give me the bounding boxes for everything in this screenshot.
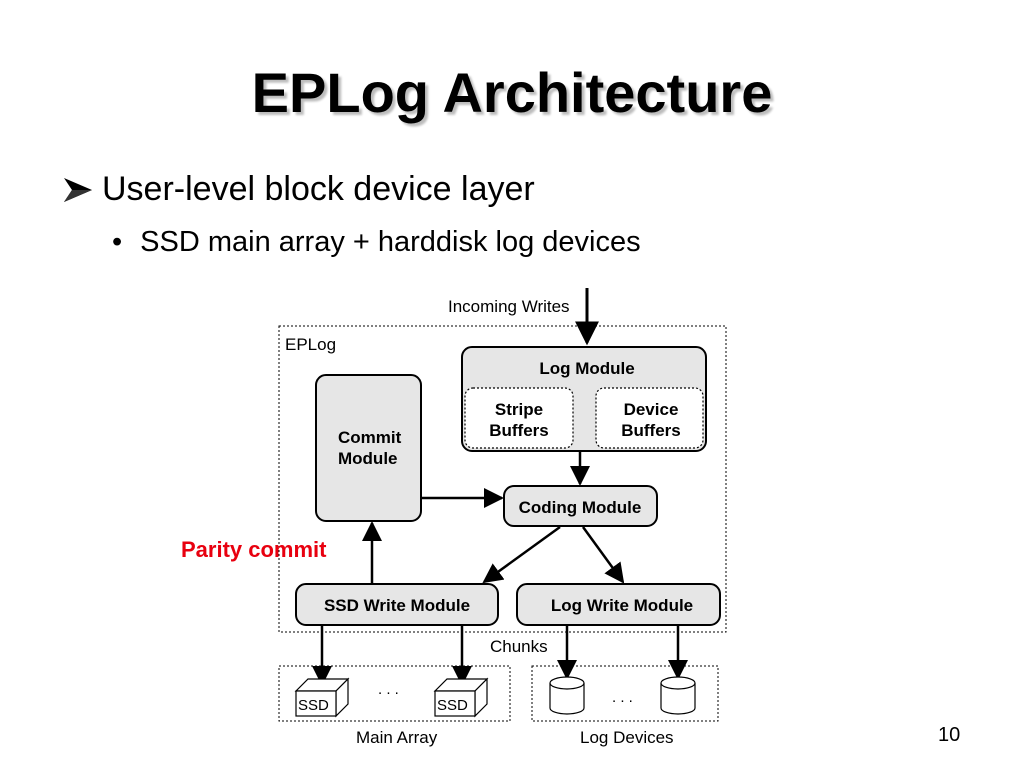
log-module-label: Log Module <box>539 359 634 378</box>
commit-module: Commit Module <box>315 374 422 522</box>
commit-module-line1: Commit <box>338 428 402 447</box>
arrow-coding-to-log-write <box>581 526 625 584</box>
disk-cylinder-icon <box>549 676 585 715</box>
ssd-label-1: SSD <box>298 697 329 714</box>
ssd-device-icon: SSD <box>294 677 350 718</box>
slide-title: EPLog Architecture <box>251 61 773 124</box>
ssd-write-module: SSD Write Module <box>295 583 499 626</box>
main-array-label: Main Array <box>356 728 438 747</box>
log-devices-container <box>531 665 719 722</box>
bullet-level2-text: SSD main array + harddisk log devices <box>140 226 641 258</box>
disk-cylinder-icon <box>660 676 696 715</box>
bullet-level1-text: User-level block device layer <box>102 170 535 208</box>
device-buffers <box>595 387 704 449</box>
incoming-writes-label: Incoming Writes <box>448 297 570 316</box>
coding-module: Coding Module <box>503 485 658 527</box>
log-write-module: Log Write Module <box>516 583 721 626</box>
device-buffers-line2: Buffers <box>621 421 681 440</box>
bullet-level1: User-level block device layer <box>62 170 535 209</box>
arrow-coding-to-ssd-write <box>482 525 561 584</box>
parity-commit-label: Parity commit <box>181 537 327 562</box>
log-devices-label: Log Devices <box>580 728 674 747</box>
eplog-label: EPLog <box>285 335 336 354</box>
bullet-level2: • SSD main array + harddisk log devices <box>112 226 641 259</box>
page-number: 10 <box>938 724 961 746</box>
log-devices-ellipsis: . . . <box>612 689 633 706</box>
device-buffers-line1: Device <box>624 400 679 419</box>
ssd-write-module-label: SSD Write Module <box>324 596 470 615</box>
stripe-buffers-line2: Buffers <box>489 421 549 440</box>
log-write-module-label: Log Write Module <box>551 596 693 615</box>
stripe-buffers <box>464 387 574 449</box>
bullet-dot-icon: • <box>112 226 123 258</box>
main-array-container <box>278 665 511 722</box>
commit-module-line2: Module <box>338 449 398 468</box>
log-module: Log Module Stripe Buffers Device Buffers <box>461 346 707 452</box>
coding-module-label: Coding Module <box>519 498 642 517</box>
ssd-label-2: SSD <box>437 697 468 714</box>
stripe-buffers-line1: Stripe <box>495 400 543 419</box>
main-array-ellipsis: . . . <box>378 681 399 698</box>
arrow-bullet-icon <box>64 177 92 202</box>
ssd-device-icon: SSD <box>433 677 489 718</box>
chunks-label: Chunks <box>490 637 548 656</box>
eplog-container <box>278 325 727 633</box>
